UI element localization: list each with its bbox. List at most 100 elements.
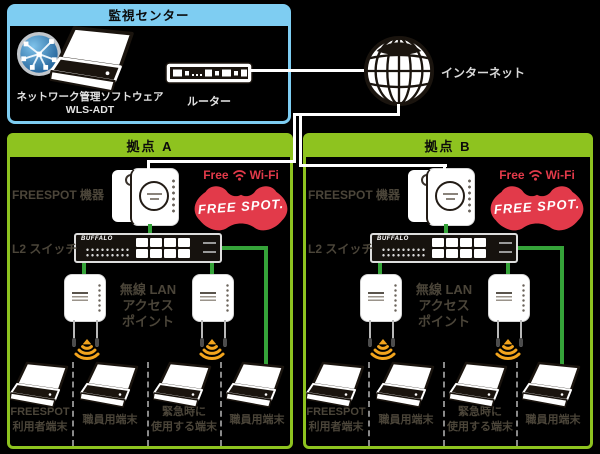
freespot-logo: FREE SPOT. — [188, 182, 294, 237]
switch-ports — [432, 238, 486, 258]
monitoring-center-title: 監視センター — [10, 7, 288, 26]
free-wifi-prefix: Free — [499, 168, 525, 182]
free-wifi-suffix: Wi-Fi — [249, 168, 279, 182]
switch-ports — [136, 238, 190, 258]
lan-line-switch-ap2 — [506, 263, 510, 275]
terminal-label-2: 職員用端末 — [74, 413, 146, 428]
site-b-title: 拠点 B — [306, 136, 590, 157]
software-label: ネットワーク管理ソフトウェア WLS-ADT — [10, 91, 170, 117]
free-wifi-mark: Free Wi-Fi — [185, 168, 297, 182]
terminal-label-line: 緊急時に — [162, 406, 206, 418]
lan-line-switch-right — [518, 246, 564, 250]
ap-brand-mark — [200, 292, 216, 301]
column-divider — [220, 362, 222, 446]
free-wifi-suffix: Wi-Fi — [545, 168, 575, 182]
monitoring-center-panel: 監視センター ネットワーク管理ソフトウェア WLS-ADT ルーター — [7, 4, 291, 124]
site-panel-a: 拠点 A FREESPOT 機器 Free Wi-Fi FREE SPOT. B… — [7, 133, 293, 449]
access-point-1 — [360, 274, 402, 322]
terminal-label-3: 緊急時に 使用する端末 — [149, 405, 219, 435]
lan-line-switch-ap1 — [378, 263, 382, 275]
terminal-label-line: 利用者端末 — [308, 421, 364, 433]
lan-line-switch-right — [222, 246, 268, 250]
column-divider — [516, 362, 518, 446]
software-label-line2: WLS-ADT — [65, 104, 115, 116]
terminal-label-4: 職員用端末 — [517, 413, 589, 428]
wifi-icon — [232, 169, 247, 181]
ap-label-line1: 無線 LAN — [415, 282, 473, 297]
wan-line-site-b-vert — [299, 113, 302, 167]
wifi-signal-icon — [368, 338, 398, 363]
freespot-device-label: FREESPOT 機器 — [12, 188, 105, 202]
ap-leds — [226, 283, 229, 313]
freespot-logo: FREE SPOT. — [484, 182, 590, 237]
software-label-line1: ネットワーク管理ソフトウェア — [16, 91, 164, 103]
terminal-label-1: FREESPOT 利用者端末 — [8, 405, 72, 435]
wan-line-site-a-vert — [293, 113, 296, 163]
terminal-label-line: 使用する端末 — [151, 421, 217, 433]
router-device — [165, 62, 253, 84]
ap2-antenna-right — [223, 320, 227, 347]
l2-switch-device: BUFFALO — [370, 233, 518, 263]
lan-line-wired-terminal — [264, 246, 268, 366]
ap-label-line2: アクセス — [122, 298, 174, 313]
ap1-antenna-left — [368, 320, 372, 347]
switch-model-mark — [499, 242, 512, 254]
freespot-device-label: FREESPOT 機器 — [308, 188, 401, 202]
internet-globe-icon — [362, 34, 436, 108]
switch-brand-label: BUFFALO — [81, 236, 113, 242]
freespot-device-leds — [172, 178, 175, 214]
terminal-label-line: 職員用端末 — [82, 414, 138, 426]
terminal-laptop-2 — [80, 361, 144, 411]
wifi-icon — [528, 169, 543, 181]
column-divider — [147, 362, 149, 446]
terminal-laptop-4 — [226, 361, 290, 411]
wifi-signal-icon — [197, 338, 227, 363]
column-divider — [443, 362, 445, 446]
lan-line-switch-ap1 — [82, 263, 86, 275]
terminal-label-line: 使用する端末 — [447, 421, 513, 433]
router-label: ルーター — [187, 96, 231, 108]
terminal-label-line: FREESPOT — [10, 406, 70, 418]
switch-brand-label: BUFFALO — [377, 236, 409, 242]
internet-label: インターネット — [441, 66, 526, 80]
l2-switch-label: L2 スイッチ — [308, 242, 374, 256]
lan-line-device-switch — [148, 224, 152, 236]
wifi-signal-icon — [493, 338, 523, 363]
free-wifi-prefix: Free — [203, 168, 229, 182]
terminal-laptop-4 — [522, 361, 586, 411]
wan-line-site-a-branch — [147, 160, 296, 163]
ap-label-line3: ポイント — [121, 314, 174, 329]
freespot-device-leds — [468, 178, 471, 214]
ap-leds — [394, 283, 397, 313]
wan-line-site-b-branch — [300, 164, 447, 167]
column-divider — [368, 362, 370, 446]
ap-label-line3: ポイント — [417, 314, 470, 329]
management-pc-laptop — [50, 25, 142, 97]
terminal-label-line: FREESPOT — [306, 406, 366, 418]
switch-leds — [85, 247, 131, 258]
wan-line-site-a-stub — [147, 160, 150, 172]
switch-leds — [381, 247, 427, 258]
l2-switch-device: BUFFALO — [74, 233, 222, 263]
access-point-1 — [64, 274, 106, 322]
column-divider — [72, 362, 74, 446]
ap-brand-mark — [368, 292, 384, 301]
wan-line-trunk — [294, 113, 400, 116]
ap1-antenna-left — [72, 320, 76, 347]
ap-label-line2: アクセス — [418, 298, 470, 313]
ap-leds — [98, 283, 101, 313]
ap-label-line1: 無線 LAN — [119, 282, 177, 297]
ap2-antenna-right — [519, 320, 523, 347]
terminal-laptop-1 — [306, 361, 370, 411]
lan-line-wired-terminal — [560, 246, 564, 366]
freespot-device — [426, 168, 475, 226]
site-a-title: 拠点 A — [10, 136, 290, 157]
terminal-label-4: 職員用端末 — [221, 413, 293, 428]
terminal-laptop-3 — [449, 361, 513, 411]
terminal-laptop-3 — [153, 361, 217, 411]
terminal-laptop-1 — [10, 361, 74, 411]
terminal-label-line: 職員用端末 — [229, 414, 285, 426]
wan-line-router-internet — [250, 69, 364, 72]
wifi-signal-icon — [72, 338, 102, 363]
